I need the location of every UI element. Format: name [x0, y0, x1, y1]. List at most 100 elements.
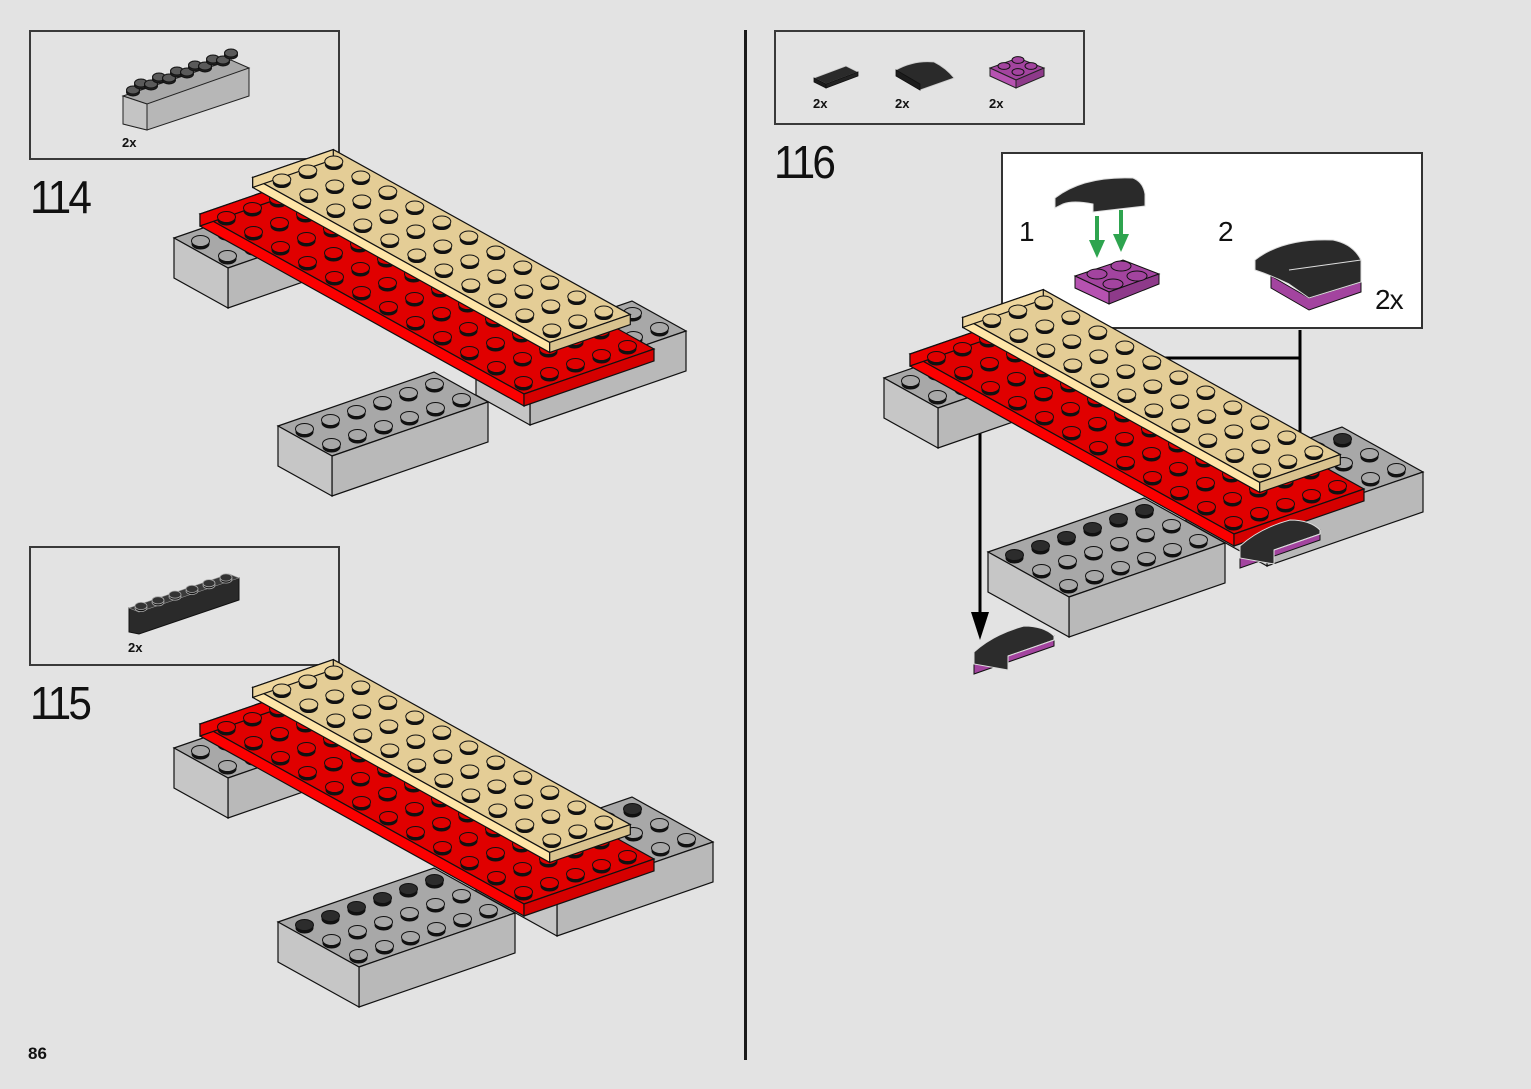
- stud: [1162, 519, 1181, 531]
- stud: [1063, 358, 1083, 371]
- stud: [324, 247, 343, 259]
- quantity-label: 2x: [122, 135, 137, 150]
- stud: [1387, 463, 1406, 475]
- stud: [1084, 546, 1103, 558]
- stud: [1250, 415, 1270, 428]
- stud: [272, 173, 292, 186]
- stud: [514, 886, 533, 898]
- slope-curved-2x2-dark-gray-icon: [895, 61, 955, 91]
- stud: [954, 366, 973, 378]
- stud: [1115, 340, 1135, 353]
- quantity-label: 2x: [813, 96, 828, 111]
- brick-1x6-dark-gray-icon: [128, 573, 240, 635]
- stud: [399, 387, 418, 399]
- stud: [1163, 543, 1182, 555]
- stud: [432, 725, 452, 738]
- stud: [326, 203, 346, 216]
- stud: [479, 904, 498, 916]
- stud: [272, 683, 292, 696]
- stud: [1196, 477, 1215, 489]
- stud: [1115, 432, 1134, 444]
- stud: [1109, 513, 1128, 525]
- stud: [1089, 441, 1108, 453]
- step-number-116: 116: [774, 136, 836, 188]
- stud: [218, 250, 237, 262]
- stud: [592, 349, 611, 361]
- stud: [243, 712, 262, 724]
- stud: [514, 284, 534, 297]
- stud: [434, 773, 454, 786]
- stud: [1062, 334, 1082, 347]
- stud: [1142, 447, 1161, 459]
- stud: [325, 781, 344, 793]
- parts-list-step-115: 2x: [29, 546, 340, 666]
- stud: [218, 760, 237, 772]
- stud: [1116, 456, 1135, 468]
- stud: [1111, 561, 1130, 573]
- stud: [1059, 579, 1078, 591]
- stud: [1250, 507, 1269, 519]
- stud: [295, 919, 314, 931]
- stud: [349, 949, 368, 961]
- stud: [1136, 528, 1155, 540]
- stud: [487, 871, 506, 883]
- stud: [594, 305, 614, 318]
- stud: [352, 286, 371, 298]
- stud: [541, 299, 561, 312]
- stud: [324, 757, 343, 769]
- stud: [566, 358, 585, 370]
- stud: [353, 218, 373, 231]
- stud: [433, 749, 453, 762]
- stud: [1277, 430, 1297, 443]
- stud: [460, 254, 480, 267]
- stud: [1007, 372, 1026, 384]
- stud: [378, 787, 397, 799]
- stud: [1032, 564, 1051, 576]
- stud: [1034, 295, 1054, 308]
- stud: [433, 841, 452, 853]
- stud: [460, 346, 479, 358]
- stud: [322, 934, 341, 946]
- stud: [325, 689, 345, 702]
- stud: [1304, 445, 1324, 458]
- stud: [378, 695, 398, 708]
- stud: [567, 800, 587, 813]
- stud: [352, 194, 372, 207]
- stud: [325, 179, 345, 192]
- stud: [134, 602, 148, 611]
- stud: [426, 898, 445, 910]
- page-number: 86: [28, 1044, 47, 1063]
- stud: [271, 241, 290, 253]
- stud: [1062, 426, 1081, 438]
- parts-list-step-116: 2x 2x 2x: [774, 30, 1085, 125]
- stud: [348, 925, 367, 937]
- stud: [1224, 516, 1243, 528]
- stud: [1137, 552, 1156, 564]
- stud: [1171, 418, 1191, 431]
- stud: [297, 742, 316, 754]
- stud: [378, 185, 398, 198]
- stud: [351, 772, 370, 784]
- stud: [1251, 439, 1271, 452]
- stud: [426, 402, 445, 414]
- stud: [405, 292, 424, 304]
- page-divider: [744, 30, 747, 1060]
- stud: [459, 322, 478, 334]
- stud: [427, 922, 446, 934]
- stud: [244, 736, 263, 748]
- stud: [486, 245, 506, 258]
- stud: [1008, 396, 1027, 408]
- stud: [351, 170, 371, 183]
- stud: [1197, 409, 1217, 422]
- stud: [1008, 304, 1028, 317]
- substep-number-1: 1: [1019, 216, 1035, 247]
- stud: [400, 907, 419, 919]
- stud: [1057, 531, 1076, 543]
- stud: [425, 378, 444, 390]
- stud: [677, 833, 696, 845]
- stud: [298, 674, 318, 687]
- step-number-114: 114: [30, 171, 92, 223]
- stud: [1117, 388, 1137, 401]
- stud: [1278, 454, 1298, 467]
- stud: [270, 217, 289, 229]
